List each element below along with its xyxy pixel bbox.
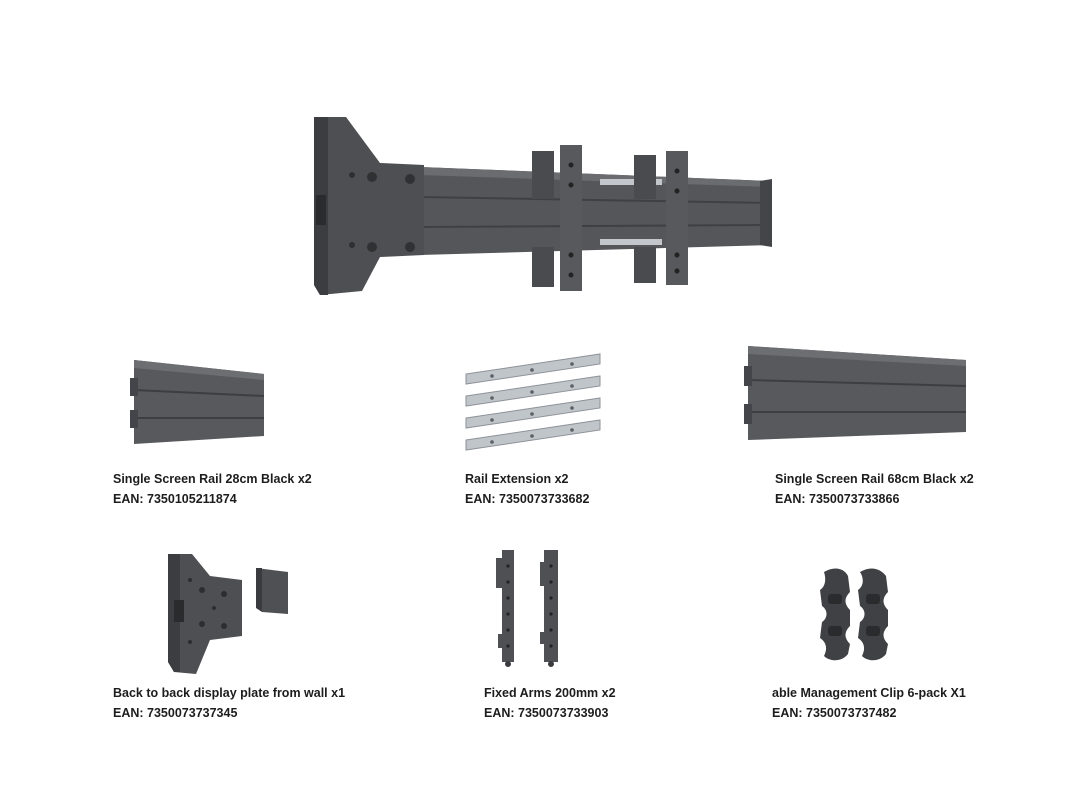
product-ean: EAN: 7350073737345 [113, 706, 238, 720]
rail-28cm-icon [130, 360, 265, 444]
assembled-wall-mount-icon [314, 117, 772, 295]
product-name: able Management Clip 6-pack X1 [772, 686, 966, 700]
rail-68cm-icon [744, 346, 967, 440]
product-caption: Single Screen Rail 68cm Black x2 EAN: 73… [775, 469, 974, 509]
product-name: Single Screen Rail 28cm Black x2 [113, 472, 312, 486]
fixed-arm-icon [496, 550, 558, 667]
product-caption: Rail Extension x2 EAN: 7350073733682 [465, 469, 589, 509]
product-ean: EAN: 7350073733903 [484, 706, 609, 720]
product-ean: EAN: 7350073733866 [775, 492, 900, 506]
product-caption: able Management Clip 6-pack X1 EAN: 7350… [772, 683, 966, 723]
product-name: Fixed Arms 200mm x2 [484, 686, 616, 700]
product-caption: Single Screen Rail 28cm Black x2 EAN: 73… [113, 469, 312, 509]
product-name: Rail Extension x2 [465, 472, 569, 486]
product-name: Back to back display plate from wall x1 [113, 686, 346, 700]
product-ean: EAN: 7350105211874 [113, 492, 237, 506]
product-name: Single Screen Rail 68cm Black x2 [775, 472, 974, 486]
display-plate-icon [168, 554, 288, 674]
product-caption: Fixed Arms 200mm x2 EAN: 7350073733903 [484, 683, 616, 723]
rail-extension-icon [465, 353, 601, 451]
product-ean: EAN: 7350073737482 [772, 706, 897, 720]
cable-clip-icon [820, 568, 888, 661]
product-ean: EAN: 7350073733682 [465, 492, 590, 506]
product-caption: Back to back display plate from wall x1 … [113, 683, 345, 723]
